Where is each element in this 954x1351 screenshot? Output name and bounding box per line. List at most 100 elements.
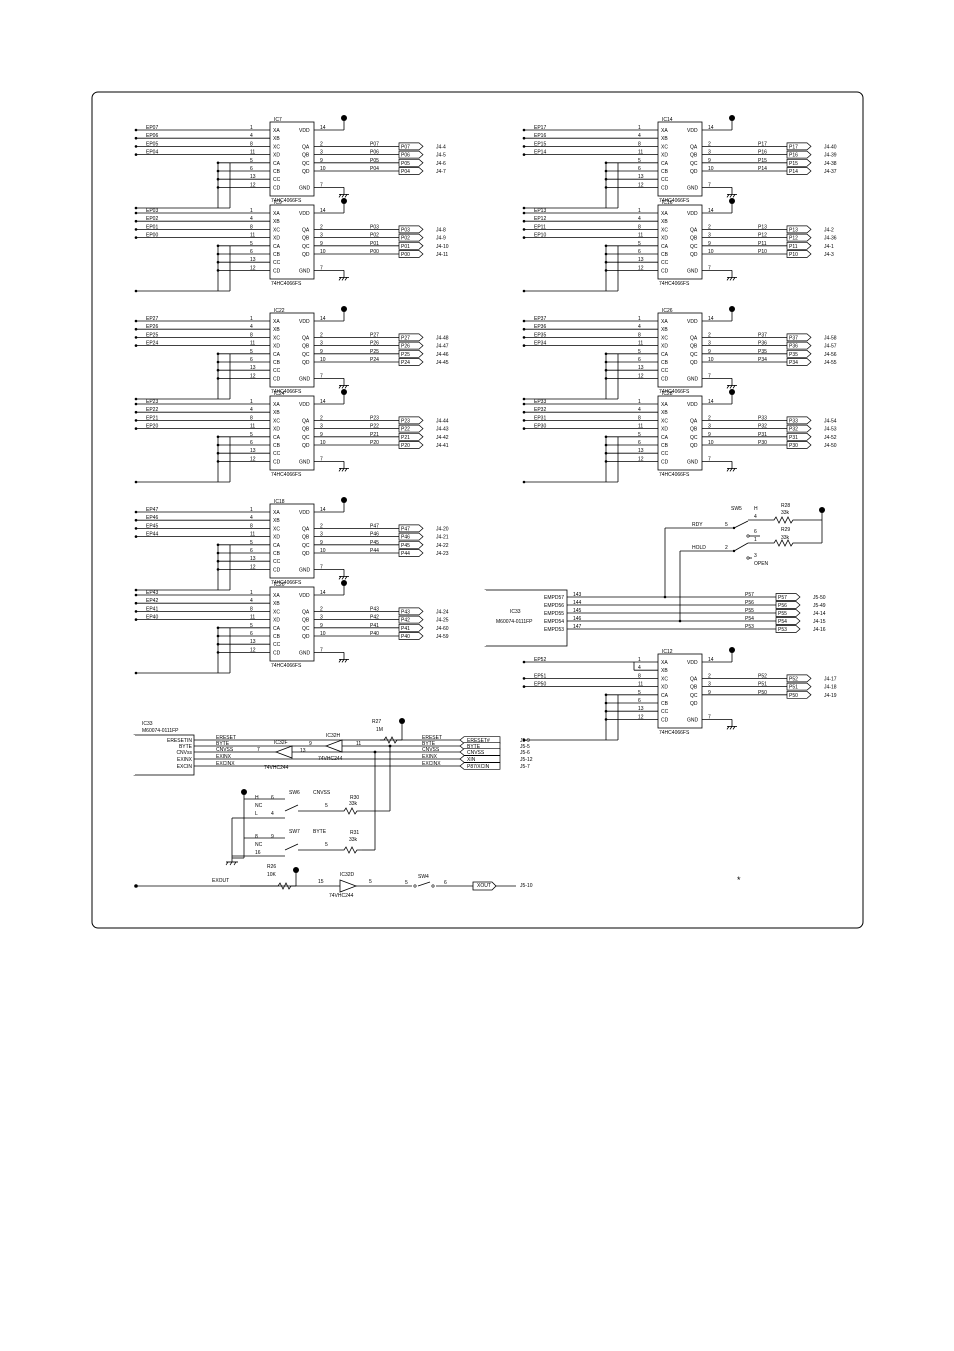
- output-connector: J4-11: [436, 252, 448, 258]
- input-net-label: EP50: [534, 682, 546, 688]
- output-connector: J4-39: [824, 153, 837, 159]
- output-pin-number: 10: [320, 548, 326, 554]
- ic-pin-label: QB: [302, 236, 310, 242]
- flag-outline: [786, 233, 812, 242]
- control-pin-number: 6: [250, 357, 253, 363]
- output-flag: P16: [786, 150, 812, 159]
- control-pin-number: 6: [250, 631, 253, 637]
- output-pin-number: 2: [320, 332, 323, 338]
- ic-pin-label: QA: [302, 418, 310, 424]
- flag-label: P15: [789, 161, 798, 167]
- flag-outline: [459, 736, 501, 744]
- input-pin-number: 11: [250, 615, 255, 621]
- ic-pin-label: XB: [273, 410, 280, 416]
- flag-label: P16: [789, 153, 798, 159]
- input-terminal: [522, 319, 526, 323]
- ic-pin-label: CD: [273, 567, 281, 573]
- pd-flag: P55: [775, 609, 801, 617]
- ic-pin-label: QD: [690, 701, 698, 707]
- ic-pin-label: CD: [661, 459, 669, 465]
- ic-pin-label: XB: [273, 601, 280, 607]
- flag-label: P10: [789, 252, 798, 258]
- flag-label: P27: [401, 335, 410, 341]
- flag-outline: [459, 755, 501, 763]
- ic-pin-label: XA: [661, 660, 668, 666]
- output-flag: P44: [398, 549, 424, 557]
- output-flag: P01: [398, 241, 424, 250]
- output-connector: J4-6: [436, 161, 446, 167]
- output-net-label: P45: [370, 540, 379, 546]
- control-pin-number: 12: [250, 182, 256, 188]
- gnd-pin-number: 7: [320, 373, 323, 379]
- input-net-label: EP43: [146, 590, 158, 596]
- input-terminal: [522, 677, 526, 680]
- control-pin-number: 12: [250, 564, 256, 570]
- ic-pin-label: QB: [302, 153, 310, 159]
- ic-pin-label: CC: [661, 260, 669, 266]
- control-pin-number: 13: [250, 174, 256, 180]
- sw4-ref: SW4: [418, 874, 429, 880]
- ic-pin-label: VDD: [687, 211, 698, 217]
- output-connector: J4-53: [824, 427, 837, 433]
- ic32h-pin11: 11: [356, 741, 361, 747]
- ic-pin-label: QC: [302, 626, 310, 632]
- control-pin-number: 12: [638, 182, 644, 188]
- ic32f-part: 74VHC244: [264, 765, 289, 771]
- output-net-label: P43: [370, 606, 379, 612]
- ground-hatch: [341, 277, 345, 281]
- ctl-connector: J5-9: [520, 738, 530, 744]
- ic-pin-label: XC: [273, 418, 280, 424]
- ic-pin-label: XC: [661, 676, 668, 682]
- output-flag: P00: [398, 250, 424, 258]
- ic-ref: IC28: [662, 391, 673, 397]
- flag-outline: [398, 432, 424, 441]
- output-flag: P22: [398, 424, 424, 433]
- vdd-supply: [341, 306, 347, 312]
- r27-ref: R27: [372, 719, 381, 725]
- output-flag: P51: [786, 682, 812, 691]
- ctl-net-label: EXCINX: [216, 761, 235, 767]
- ic-pin-label: QD: [690, 252, 698, 258]
- exout-net: EXOUT: [212, 878, 229, 884]
- ic-pin-label: QB: [690, 153, 698, 159]
- ctl-connector: J5-5: [520, 744, 530, 750]
- pd-net-label: P54: [745, 616, 754, 622]
- exout-section: EXOUT R26 10K IC32D 74VHC244 15 5 SW4 5 …: [134, 864, 741, 899]
- sw5-pin-3: 3: [754, 553, 757, 559]
- ground-hatch: [729, 277, 733, 281]
- ic-part: 74HC4066FS: [659, 730, 690, 736]
- control-pin-number: 12: [250, 647, 256, 653]
- ground-hatch: [732, 385, 736, 389]
- ic-pin-label: CA: [273, 352, 281, 358]
- output-pin-number: 10: [708, 440, 714, 446]
- output-pin-number: 2: [708, 224, 711, 230]
- output-connector: J4-5: [436, 153, 446, 159]
- sw7-pin8: 8: [255, 834, 258, 840]
- output-pin-number: 10: [320, 631, 326, 637]
- input-net-label: EP14: [534, 150, 546, 156]
- ic-pin-label: CD: [661, 376, 669, 382]
- output-connector: J4-46: [436, 352, 449, 358]
- input-pin-number: 1: [638, 125, 641, 131]
- ic-pin-label: XA: [661, 128, 668, 134]
- flag-label: P55: [778, 611, 787, 617]
- ctl-connector: J5-6: [520, 750, 530, 756]
- control-pin-number: 5: [638, 690, 641, 696]
- input-pin-number: 8: [250, 141, 253, 147]
- r30-value: 33k: [349, 801, 358, 807]
- r28-value: 33k: [781, 510, 790, 516]
- control-terminal: [522, 480, 526, 484]
- input-terminal: [522, 219, 526, 223]
- flag-outline: [786, 225, 812, 234]
- input-net-label: EP24: [146, 341, 158, 347]
- output-net-label: P03: [370, 224, 379, 230]
- ic-pin-label: GND: [299, 459, 311, 465]
- ic-pin-label: XC: [661, 227, 668, 233]
- ground-symbol: [726, 384, 737, 389]
- ic-pin-label: VDD: [299, 211, 310, 217]
- ic32h-pin9: 9: [309, 741, 312, 747]
- ic-body: [657, 204, 703, 280]
- ground-hatch: [344, 194, 348, 198]
- flag-outline: [398, 158, 424, 167]
- control-pin-number: 5: [250, 623, 253, 629]
